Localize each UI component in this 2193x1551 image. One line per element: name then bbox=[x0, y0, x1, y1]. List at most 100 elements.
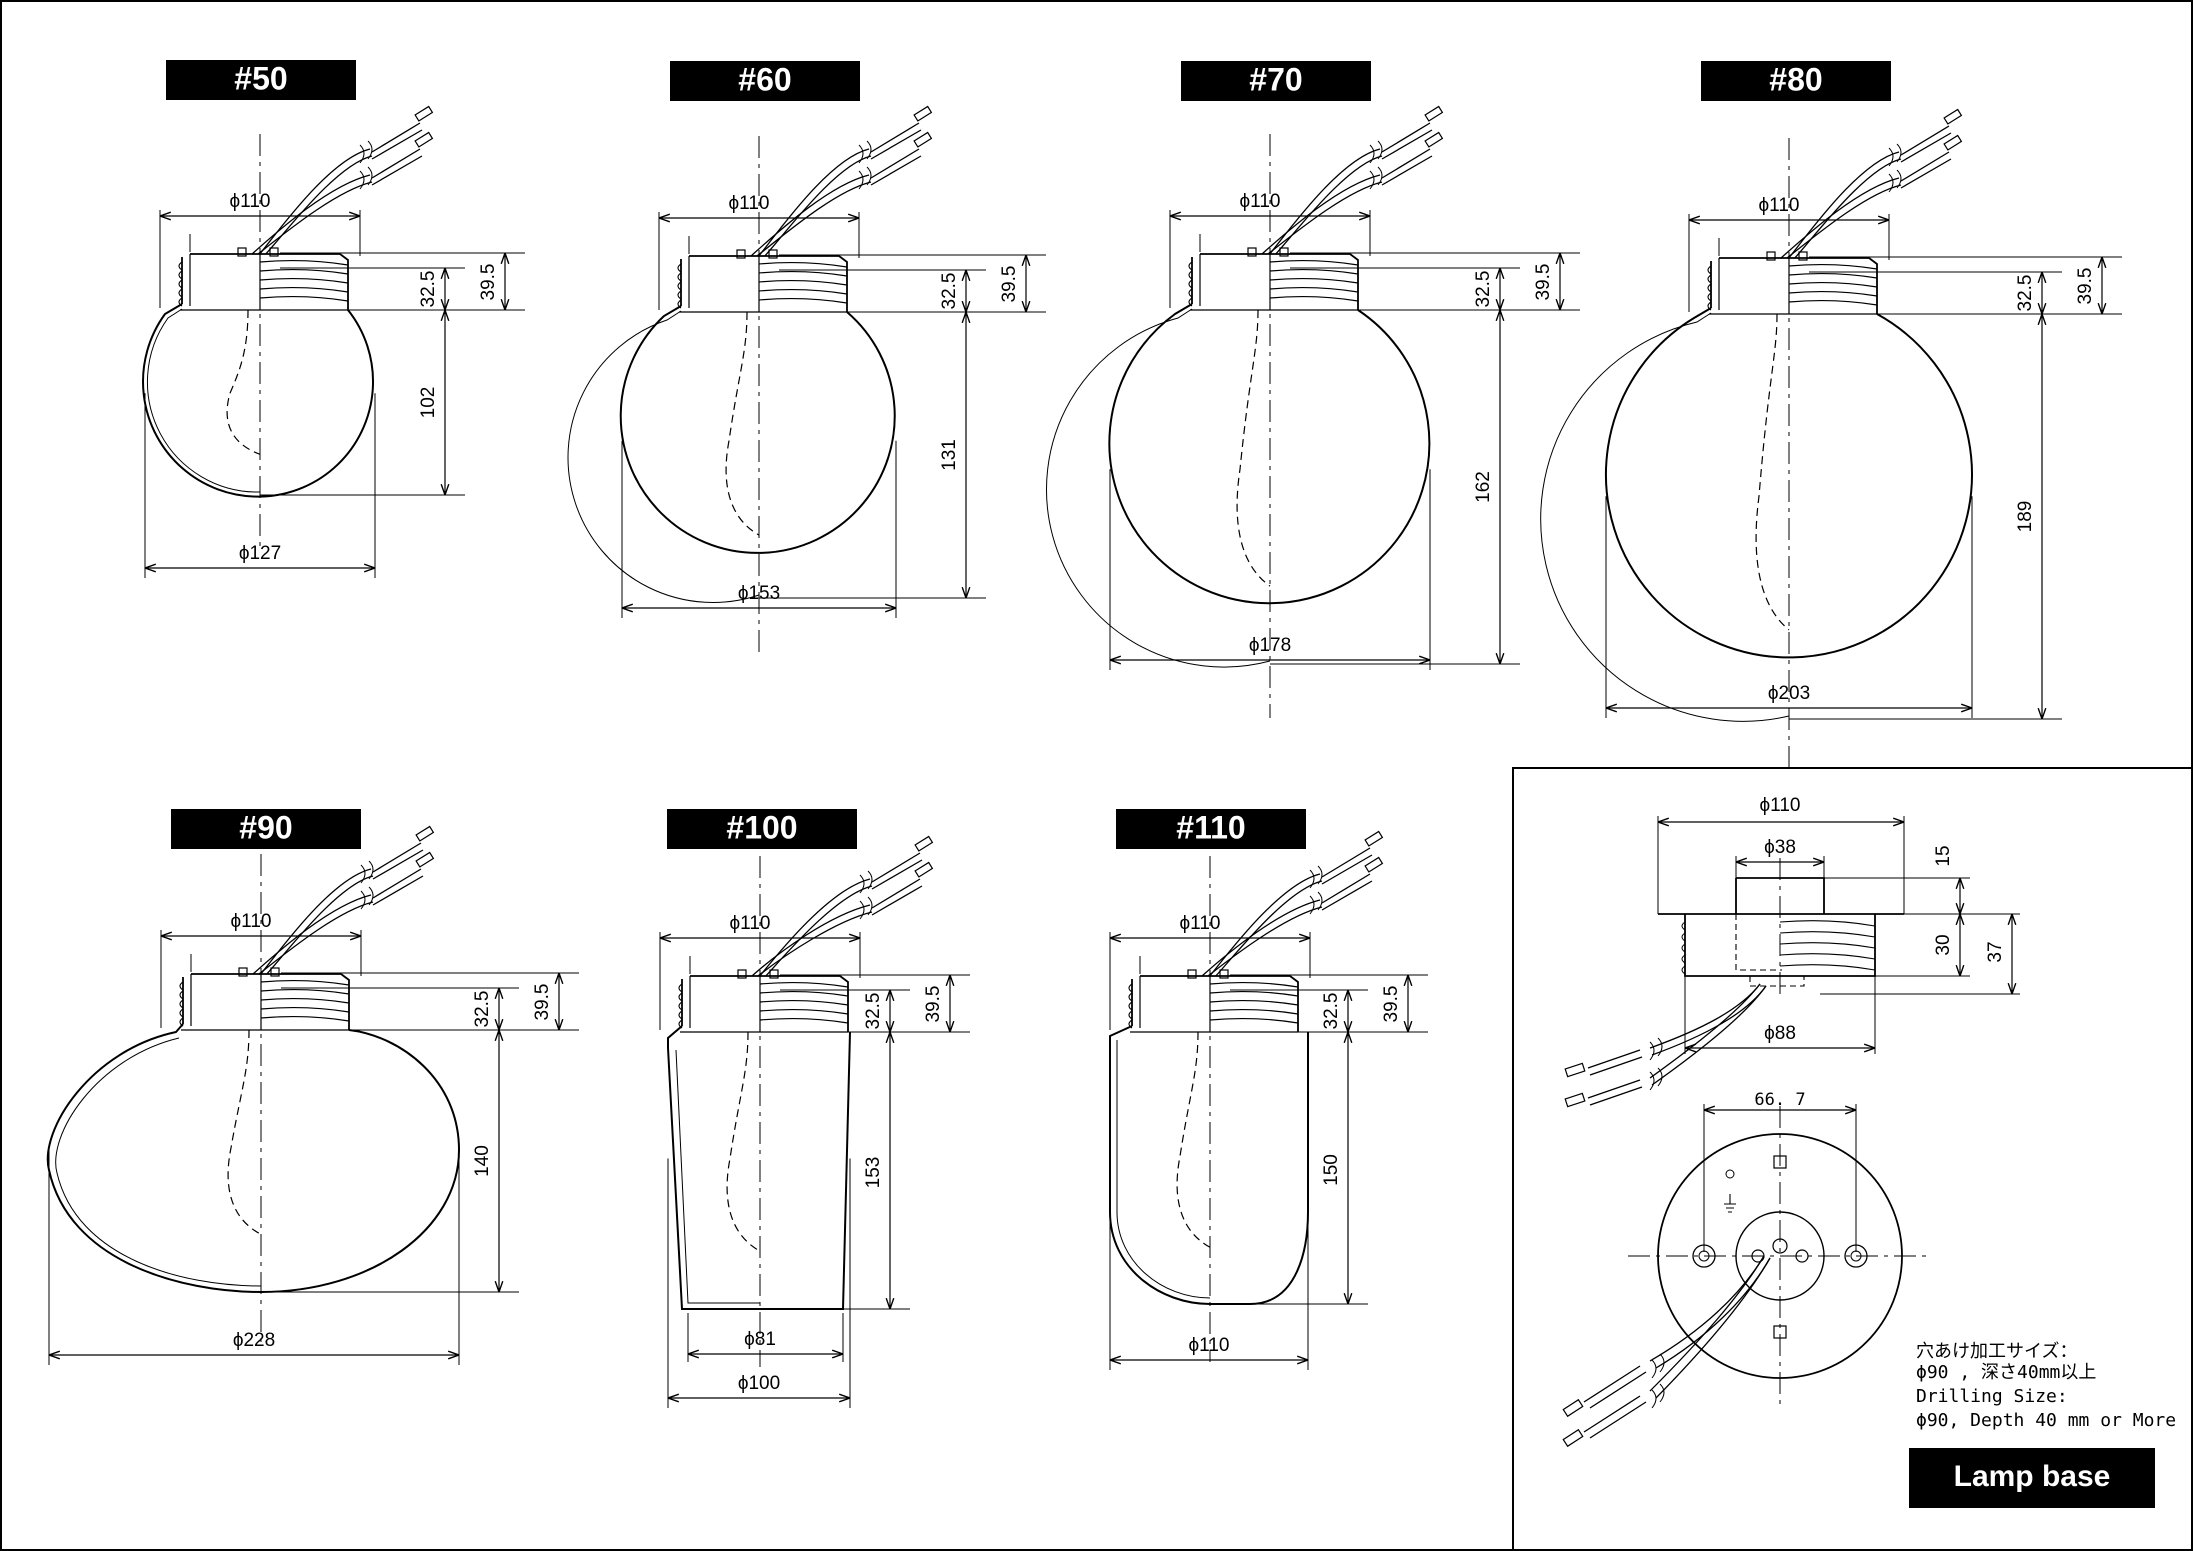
model-label-box bbox=[171, 809, 361, 849]
terminal-screw bbox=[269, 247, 279, 257]
terminal-screw bbox=[238, 967, 248, 977]
ground-mark bbox=[1725, 1169, 1735, 1179]
model-label: #100 bbox=[726, 809, 797, 845]
wire-terminal bbox=[1364, 856, 1384, 873]
model-label: #80 bbox=[1769, 61, 1822, 97]
model-label-box bbox=[166, 60, 356, 100]
base-height: 39.5 bbox=[1533, 264, 1554, 301]
model-label: #60 bbox=[738, 61, 791, 97]
base-height: 39.5 bbox=[1381, 986, 1402, 1023]
body-diameter: ϕ100 bbox=[738, 1373, 780, 1394]
model-label: #70 bbox=[1249, 61, 1302, 97]
body-height: 140 bbox=[472, 1145, 493, 1177]
center-contact bbox=[1795, 1249, 1809, 1263]
thread-height: 32.5 bbox=[1321, 993, 1342, 1030]
body-height: 153 bbox=[863, 1157, 884, 1189]
wire-terminal bbox=[1943, 134, 1963, 151]
terminal-screw bbox=[768, 249, 778, 259]
wire-terminal bbox=[914, 835, 934, 852]
body-height: 150 bbox=[1321, 1154, 1342, 1186]
thread-height: 32.5 bbox=[1473, 271, 1494, 308]
terminal-screw bbox=[769, 969, 779, 979]
drilling-note: 穴あけ加工サイズ： bbox=[1916, 1341, 2077, 1362]
base-height: 39.5 bbox=[999, 266, 1020, 303]
terminal-screw bbox=[1219, 969, 1229, 979]
model-drawing-80: #80 ϕ110 32.5 39.5 189 ϕ203 bbox=[1540, 61, 2122, 773]
lamp-base-cap-height: 15 bbox=[1933, 845, 1954, 866]
wire-terminal bbox=[415, 825, 435, 842]
drilling-note: ϕ90 , 深さ40mm以上 bbox=[1916, 1362, 2096, 1383]
wire-terminal bbox=[1424, 105, 1444, 122]
lamp-base-top-diameter: ϕ110 bbox=[1760, 795, 1801, 816]
lamp-base-thread-height: 30 bbox=[1933, 934, 1954, 955]
terminal-screw bbox=[237, 247, 247, 257]
thread-height: 32.5 bbox=[418, 271, 439, 308]
base-height: 39.5 bbox=[532, 984, 553, 1021]
drilling-note: ϕ90, Depth 40 mm or More bbox=[1916, 1410, 2176, 1431]
lamp-base-label-box bbox=[1909, 1448, 2155, 1508]
wire-terminal bbox=[1564, 1092, 1586, 1108]
model-drawing-90: #90 ϕ110 32.5 39.5 140 ϕ228 bbox=[46, 809, 579, 1365]
terminal-screw bbox=[270, 967, 280, 977]
terminal-screw bbox=[1279, 247, 1289, 257]
terminal-screw bbox=[736, 249, 746, 259]
model-label-box bbox=[667, 809, 857, 849]
body-height: 189 bbox=[2015, 501, 2036, 533]
wire-terminal bbox=[1364, 830, 1384, 847]
model-drawing-110: #110 ϕ110 32.5 39.5 150 ϕ110 bbox=[1109, 809, 1428, 1370]
base-height: 39.5 bbox=[923, 986, 944, 1023]
wire-terminal bbox=[415, 851, 435, 868]
body-height: 162 bbox=[1473, 471, 1494, 503]
thread-height: 32.5 bbox=[472, 991, 493, 1028]
center-contact bbox=[1772, 1238, 1788, 1254]
model-label: #50 bbox=[234, 60, 287, 96]
body-diameter: ϕ110 bbox=[1189, 1335, 1230, 1356]
model-label-box bbox=[1701, 61, 1891, 101]
wire-terminal bbox=[913, 105, 933, 122]
terminal-screw bbox=[1247, 247, 1257, 257]
bottom-diameter: ϕ81 bbox=[744, 1329, 776, 1350]
body-diameter: ϕ127 bbox=[239, 543, 281, 564]
body-diameter: ϕ153 bbox=[738, 583, 780, 604]
model-label-box bbox=[1181, 61, 1371, 101]
model-drawing-100: #100 ϕ110 32.5 39.5 153 ϕ100 ϕ81 bbox=[659, 809, 970, 1408]
lamp-base-thread-diameter: ϕ88 bbox=[1764, 1023, 1796, 1044]
body-height: 131 bbox=[939, 439, 960, 471]
terminal-screw bbox=[1187, 969, 1197, 979]
body-diameter: ϕ228 bbox=[233, 1330, 275, 1351]
base-height: 39.5 bbox=[2075, 268, 2096, 305]
body-height: 102 bbox=[418, 387, 439, 419]
terminal-screw bbox=[737, 969, 747, 979]
body-diameter: ϕ178 bbox=[1249, 635, 1291, 656]
terminal-screw bbox=[1766, 251, 1776, 261]
neck-diameter: ϕ110 bbox=[729, 193, 770, 214]
neck-diameter: ϕ110 bbox=[1180, 913, 1221, 934]
drilling-note: Drilling Size: bbox=[1916, 1386, 2068, 1407]
model-label: #90 bbox=[239, 809, 292, 845]
model-label: #110 bbox=[1176, 809, 1245, 845]
wire-terminal bbox=[913, 131, 933, 148]
terminal-screw bbox=[1798, 251, 1808, 261]
neck-diameter: ϕ110 bbox=[730, 913, 771, 934]
wire-terminal bbox=[1562, 1428, 1584, 1448]
thread-height: 32.5 bbox=[863, 993, 884, 1030]
lamp-base-total-height: 37 bbox=[1985, 941, 2006, 962]
lamp-base-cap-diameter: ϕ38 bbox=[1764, 837, 1796, 858]
neck-diameter: ϕ110 bbox=[231, 911, 272, 932]
model-label-box bbox=[670, 61, 860, 101]
thread-height: 32.5 bbox=[2015, 275, 2036, 312]
body-diameter: ϕ203 bbox=[1768, 683, 1810, 704]
neck-diameter: ϕ110 bbox=[1240, 191, 1281, 212]
lamp-base-hole-pitch: 66. 7 bbox=[1754, 1090, 1805, 1110]
wire-terminal bbox=[414, 105, 434, 122]
wire-terminal bbox=[914, 861, 934, 878]
neck-diameter: ϕ110 bbox=[1759, 195, 1800, 216]
wire-terminal bbox=[1562, 1398, 1584, 1418]
model-drawing-70: #70 ϕ110 32.5 39.5 162 ϕ178 bbox=[1045, 61, 1580, 718]
lamp-base-label: Lamp base bbox=[1954, 1460, 2111, 1493]
terminal-screw bbox=[1773, 1155, 1787, 1169]
neck-diameter: ϕ110 bbox=[230, 191, 271, 212]
